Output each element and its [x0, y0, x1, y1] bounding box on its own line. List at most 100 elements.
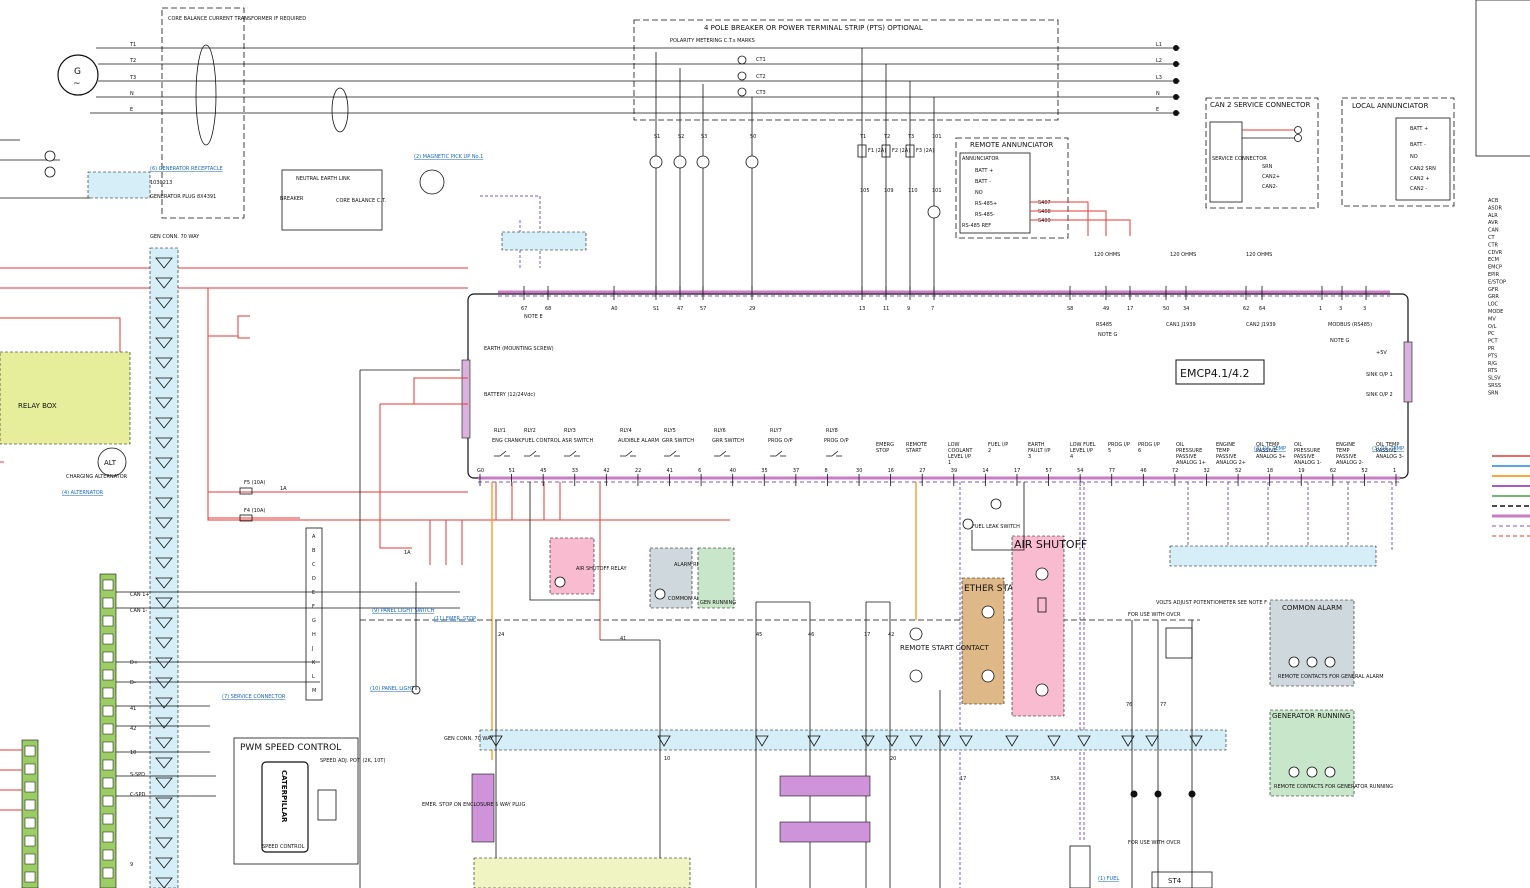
emer-stop-plug: EMER. STOP ON ENCLOSURE 5 WAY PLUG [422, 773, 871, 888]
strip-terminal [102, 723, 114, 735]
relay-id: RLY1 [494, 428, 506, 434]
relay-id: RLY6 [714, 428, 726, 434]
charging-alt-label: CHARGING ALTERNATOR [66, 474, 128, 480]
strip-terminal [102, 849, 114, 861]
ra-wire-1: S407 [1038, 200, 1051, 206]
speed-control-label: SPEED CONTROL [262, 844, 305, 850]
wire-109: 109 [884, 188, 894, 194]
emcp-top-pin: 29 [749, 306, 755, 312]
brk-T3: T3 [907, 134, 914, 140]
emcp-input: LOW [948, 442, 960, 448]
relay-id: RLY4 [620, 428, 632, 434]
legend-abbr: PTS [1488, 353, 1497, 359]
out-L3: L3 [1156, 75, 1162, 81]
fuse-F5: F5 (10A) [244, 480, 265, 486]
legend-abbr: E/STOP [1488, 279, 1506, 285]
emcp-input: PRESSURE [1176, 448, 1202, 454]
emcp-input: LEVEL I/P [1070, 448, 1093, 454]
wire-101: 101 [932, 188, 942, 194]
service-connector-link[interactable]: (7) SERVICE CONNECTOR [222, 694, 286, 700]
oil-temp-link-2[interactable]: (3) OIL TEMP [1372, 446, 1404, 452]
remote-ann-title: REMOTE ANNUNCIATOR [970, 141, 1053, 149]
emcp-input: OIL TEMP [1256, 442, 1279, 448]
phase-T3: T3 [129, 75, 136, 81]
strip-terminal [102, 687, 114, 699]
fuse-F3: F3 (2A) [916, 148, 934, 154]
out-L1: L1 [1156, 42, 1162, 48]
strip-terminal [102, 777, 114, 789]
emcp-bottom-pin: 18 [1267, 468, 1273, 474]
w33a: 33A [1050, 776, 1060, 782]
plus5v-label: +5V [1376, 350, 1387, 356]
earth-mount-label: EARTH (MOUNTING SCREW) [484, 346, 554, 352]
legend-abbr: PR [1488, 346, 1495, 352]
legend-abbr: PC [1488, 331, 1495, 337]
mag-pickup-link[interactable]: (2) MAGNETIC PICK UP No.1 [414, 154, 483, 160]
phase-N: N [130, 91, 134, 97]
brk-S1: S1 [654, 134, 660, 140]
alt-label: ALT [104, 459, 117, 467]
air-shutoff-relay-label: AIR SHUTOFF RELAY [576, 566, 627, 572]
out-E: E [1156, 107, 1159, 113]
legend-abbr: RTS [1488, 368, 1497, 374]
strip-terminal [102, 741, 114, 753]
emer-stop-link[interactable]: (11) EMER. STOP [434, 616, 476, 622]
gen-conn-pin [155, 257, 173, 269]
can2-pin-srn: SRN [1262, 164, 1273, 170]
top-left-terminals [0, 139, 90, 199]
oil-temp-link-1[interactable]: (3) OIL TEMP [1254, 446, 1286, 452]
gen-conn-pin [155, 557, 173, 569]
gen-plug-no: 1030213 [150, 180, 172, 186]
legend-abbr: ALR [1488, 213, 1498, 219]
strip-terminal [102, 597, 114, 609]
gen-conn-h-pins [489, 735, 1203, 747]
can2-pin-minus: CAN2- [1262, 184, 1278, 190]
w20: 20 [890, 756, 896, 762]
legend-abbr: MODE [1488, 309, 1503, 315]
svg-text:~: ~ [73, 79, 81, 89]
gen-conn-pin [155, 497, 173, 509]
out-N: N [1156, 91, 1160, 97]
emcp-bottom-pin: 1 [1393, 468, 1396, 474]
battery-label: BATTERY (12/24Vdc) [484, 392, 535, 398]
w45: 45 [756, 632, 762, 638]
legend-abbr: GRR [1488, 294, 1499, 300]
legend-abbr: PCT [1488, 339, 1499, 345]
remote-contacts-run: REMOTE CONTACTS FOR GENERATOR RUNNING [1274, 784, 1393, 790]
service-pin: C [312, 562, 316, 568]
gen-conn-pin [155, 637, 173, 649]
fuel-link[interactable]: (1) FUEL [1098, 876, 1119, 882]
ovcr-label-2: FOR USE WITH OVCR [1128, 840, 1181, 846]
gen-conn-label-left: GEN CONN. 70 WAY [150, 234, 200, 240]
strip-terminal [24, 853, 36, 865]
legend-abbr: LOC [1488, 302, 1499, 308]
gen-conn-pin [155, 657, 173, 669]
alternator-link[interactable]: (4) ALTERNATOR [62, 490, 104, 496]
gen-receptacle-link[interactable]: (6) GENERATOR RECEPTACLE [150, 166, 223, 172]
emcp-bottom-pin: 35 [761, 468, 767, 474]
term-cspd: C-SPD [130, 792, 145, 798]
emcp-bottom-pin: 19 [1298, 468, 1304, 474]
panel-light-link[interactable]: (10) PANEL LIGHT [370, 686, 415, 692]
w10: 10 [664, 756, 670, 762]
phase-T1: T1 [129, 42, 136, 48]
air-shutoff-label: AIR SHUTOFF [1014, 538, 1087, 551]
breaker-small-label: BREAKER [280, 196, 304, 202]
wire-1a: 1A [280, 486, 287, 492]
emcp-bottom-pin: 62 [1330, 468, 1336, 474]
ether-start: ETHER START [961, 577, 1025, 705]
can2-service-connector: CAN 2 SERVICE CONNECTOR SERVICE CONNECTO… [1205, 97, 1319, 209]
emcp-top-pin: 3 [1339, 306, 1342, 312]
strip-terminal [102, 831, 114, 843]
can1-label: CAN1 J1939 [1166, 322, 1196, 328]
polarity-label: POLARITY METERING C.T.s MARKS [670, 38, 755, 44]
panel-light-sw-link[interactable]: (9) PANEL LIGHT SWITCH [372, 608, 434, 614]
legend-abbr: AVR [1488, 220, 1499, 226]
gen-conn-pin [155, 777, 173, 789]
emcp-bottom-pin: 16 [888, 468, 894, 474]
pwm-speed-control: PWM SPEED CONTROL CATERPILLAR SPEED CONT… [233, 737, 385, 865]
emcp-input: OIL [1294, 442, 1302, 448]
